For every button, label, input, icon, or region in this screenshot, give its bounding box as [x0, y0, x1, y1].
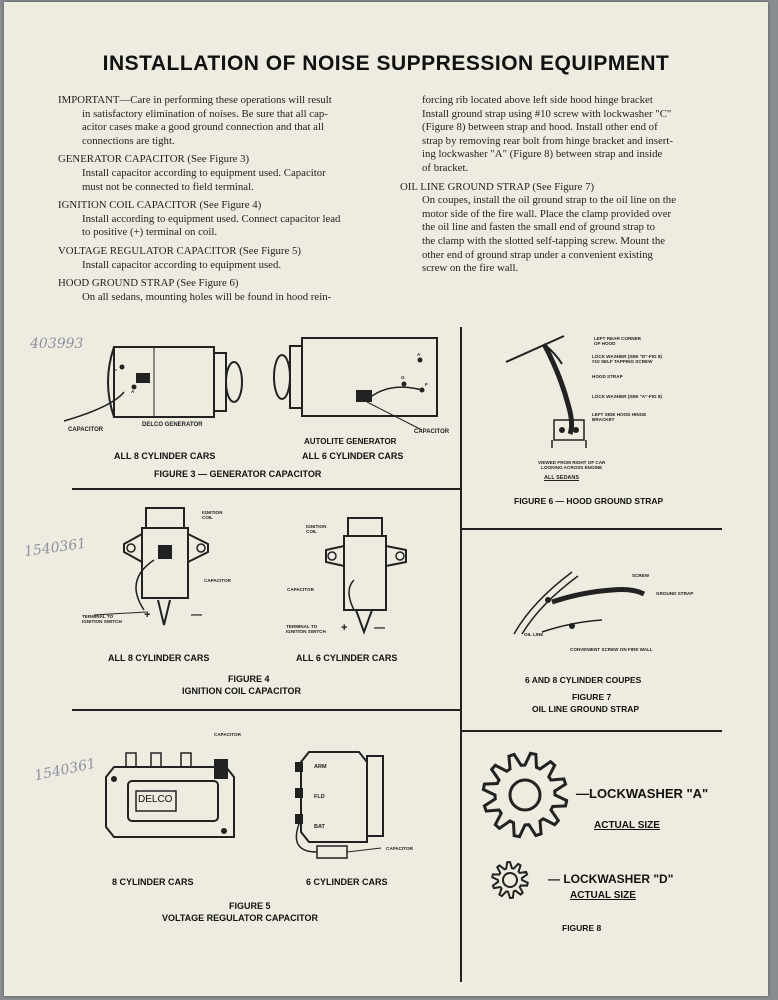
page-title: INSTALLATION OF NOISE SUPPRESSION EQUIPM… — [102, 52, 670, 75]
autolite-term-a: A — [417, 352, 421, 357]
fld-label: FLD — [314, 794, 325, 800]
figure5-caption-number: FIGURE 5 — [229, 901, 271, 911]
6cyl-regulator-drawing — [295, 751, 384, 859]
regulator-paragraph: VOLTAGE REGULATOR CAPACITOR (See Figure … — [58, 245, 388, 272]
lockwasher-d-icon — [491, 860, 529, 900]
ign-coil-label-2: IGNITION COIL — [306, 524, 327, 534]
divider-fig3 — [72, 488, 462, 490]
figure6-caption: FIGURE 6 — HOOD GROUND STRAP — [514, 496, 664, 506]
right-text-column: forcing rib located above left side hood… — [400, 94, 725, 281]
hood-paragraph: HOOD GROUND STRAP (See Figure 6)On all s… — [58, 277, 388, 304]
fig6-label-lockwasher-d: LOCK WASHER (SEE "D"-FIG 8) #10 SELF TAP… — [592, 354, 662, 364]
delco-regulator-label: DELCO — [138, 794, 173, 805]
generator-paragraph: GENERATOR CAPACITOR (See Figure 3)Instal… — [58, 153, 388, 194]
figure5-caption-title: VOLTAGE REGULATOR CAPACITOR — [162, 913, 319, 923]
fig6-label-hood-strap: HOOD STRAP — [592, 374, 623, 379]
fig3-8-cylinder-label: ALL 8 CYLINDER CARS — [114, 451, 216, 461]
ign-coil-label-1: IGNITION COIL — [202, 510, 223, 520]
generator-head: GENERATOR CAPACITOR (See Figure 3) — [58, 153, 250, 166]
oil-head: OIL LINE GROUND STRAP (See Figure 7) — [400, 180, 595, 193]
minus-sign-2: — — [374, 622, 385, 634]
capacitor-label-fig4a: CAPACITOR — [204, 578, 231, 583]
fig7-ground-strap-label: GROUND STRAP — [656, 591, 694, 596]
ignition-body: Install according to equipment used. Con… — [82, 212, 341, 239]
generator-body: Install capacitor according to equipment… — [82, 166, 326, 193]
fig7-coupes-label: 6 AND 8 CYLINDER COUPES — [525, 675, 642, 685]
oil-paragraph: OIL LINE GROUND STRAP (See Figure 7)On c… — [400, 181, 725, 276]
lockwasher-a-icon — [481, 751, 569, 839]
autolite-generator-drawing — [273, 337, 438, 431]
actual-size-d: ACTUAL SIZE — [570, 890, 636, 901]
autolite-generator-label: AUTOLITE GENERATOR — [304, 437, 397, 446]
terminal-label-2: TERMINAL TO IGNITION SWITCH — [286, 624, 326, 634]
hood-continued: forcing rib located above left side hood… — [422, 94, 673, 174]
terminal-label-1: TERMINAL TO IGNITION SWITCH — [82, 614, 122, 624]
fig4-8-cylinder-label: ALL 8 CYLINDER CARS — [108, 653, 210, 663]
figure4-caption-number: FIGURE 4 — [228, 674, 270, 684]
divider-fig4 — [72, 709, 462, 711]
delco-term-f: F — [114, 368, 117, 373]
delco-regulator-drawing — [105, 752, 235, 838]
left-text-column: IMPORTANT—Care in performing these opera… — [58, 94, 388, 309]
vertical-divider — [460, 327, 462, 982]
fig6-label-lockwasher-a: LOCK WASHER (SEE "A"-FIG 8) — [592, 394, 662, 399]
figure3-caption: FIGURE 3 — GENERATOR CAPACITOR — [154, 469, 322, 479]
regulator-head: VOLTAGE REGULATOR CAPACITOR (See Figure … — [58, 244, 301, 257]
fig3-6-cylinder-label: ALL 6 CYLINDER CARS — [302, 451, 404, 461]
delco-generator-drawing — [63, 346, 243, 422]
lockwasher-a-label: —LOCKWASHER "A" — [576, 786, 709, 801]
fig7-conv-screw-label: CONVENIENT SCREW ON FIRE WALL — [570, 647, 653, 652]
important-body: in satisfactory elimination of noises. B… — [82, 107, 328, 147]
actual-size-a: ACTUAL SIZE — [594, 820, 660, 831]
fig5-8-cylinder-label: 8 CYLINDER CARS — [112, 877, 194, 887]
ignition-coil-8cyl-drawing — [93, 507, 209, 626]
hood-body: On all sedans, mounting holes will be fo… — [82, 290, 332, 303]
plus-sign-2: + — [341, 622, 348, 634]
divider-fig6 — [460, 528, 722, 530]
fig6-viewed-label: VIEWED FROM RIGHT OF CAR LOOKING ACROSS … — [538, 460, 606, 470]
handwritten-number-fig4: 1540361 — [23, 535, 88, 561]
figure4-caption-title: IGNITION COIL CAPACITOR — [182, 686, 302, 696]
important-paragraph: IMPORTANT—Care in performing these opera… — [58, 94, 388, 148]
capacitor-label-fig5-top: CAPACITOR — [214, 732, 241, 737]
delco-term-a: A — [131, 389, 135, 394]
minus-sign-1: — — [191, 609, 202, 621]
handwritten-number-fig5: 1540361 — [33, 755, 98, 785]
fig7-oil-line-label: OIL LINE — [524, 632, 544, 637]
capacitor-label-right: CAPACITOR — [414, 429, 450, 435]
figure8-caption: FIGURE 8 — [562, 923, 602, 933]
fig4-6-cylinder-label: ALL 6 CYLINDER CARS — [296, 653, 398, 663]
ignition-paragraph: IGNITION COIL CAPACITOR (See Figure 4)In… — [58, 199, 388, 240]
ignition-coil-6cyl-drawing — [325, 517, 407, 635]
lockwasher-d-label: — LOCKWASHER "D" — [548, 872, 674, 886]
arm-label: ARM — [314, 764, 327, 770]
fig6-label-hood-corner: LEFT REAR CORNER OF HOOD — [594, 336, 641, 346]
delco-generator-label: DELCO GENERATOR — [142, 422, 203, 428]
oil-body: On coupes, install the oil ground strap … — [422, 194, 676, 275]
fig6-all-sedans-label: ALL SEDANS — [544, 475, 580, 481]
autolite-term-g: G — [401, 375, 405, 380]
capacitor-label-left: CAPACITOR — [68, 427, 104, 433]
hood-head: HOOD GROUND STRAP (See Figure 6) — [58, 277, 239, 290]
fig7-screw-label: SCREW — [632, 573, 650, 578]
handwritten-number-fig3: 403993 — [30, 336, 84, 352]
fig5-6-cylinder-label: 6 CYLINDER CARS — [306, 877, 388, 887]
capacitor-label-fig5-bottom: CAPACITOR — [386, 846, 413, 851]
bat-label: BAT — [314, 824, 325, 830]
divider-fig7 — [460, 730, 722, 732]
hood-strap-drawing — [505, 335, 587, 448]
document-page: INSTALLATION OF NOISE SUPPRESSION EQUIPM… — [4, 2, 768, 996]
fig6-label-hinge-bracket: LEFT SIDE HOOD HINGE BRACKET — [592, 412, 647, 422]
autolite-term-f: F — [425, 382, 428, 387]
oil-line-strap-drawing — [513, 571, 646, 635]
capacitor-label-fig4b: CAPACITOR — [287, 587, 314, 592]
plus-sign-1: + — [144, 609, 151, 621]
figure7-caption-title: OIL LINE GROUND STRAP — [532, 704, 640, 714]
regulator-body: Install capacitor according to equipment… — [82, 258, 282, 271]
important-head: IMPORTANT—Care in performing these opera… — [58, 94, 332, 106]
ignition-head: IGNITION COIL CAPACITOR (See Figure 4) — [58, 199, 262, 212]
figure7-caption-number: FIGURE 7 — [572, 692, 612, 702]
